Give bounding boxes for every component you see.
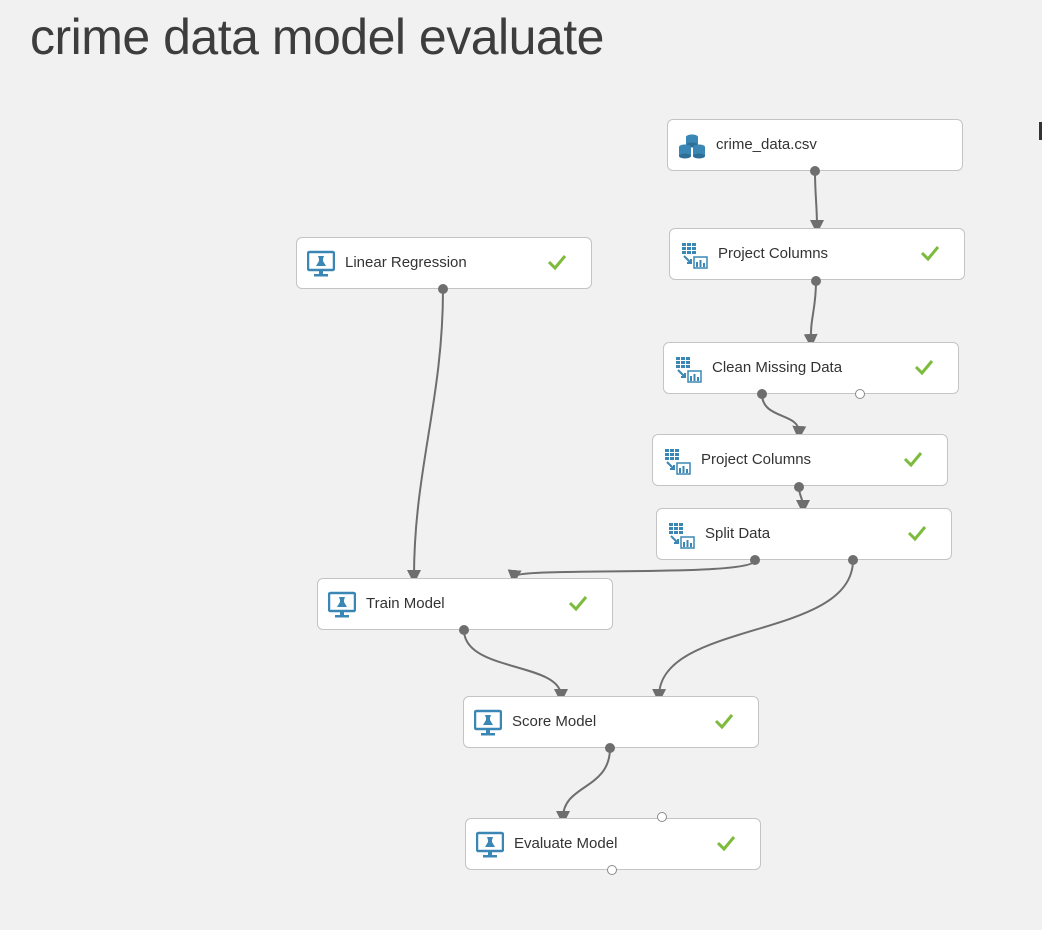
module-label: Project Columns (718, 245, 829, 262)
output-port-split-data-1[interactable] (750, 555, 760, 565)
output-port-project-columns-1[interactable] (811, 276, 821, 286)
status-complete-check-icon (568, 596, 588, 612)
output-port-clean-missing-data-1[interactable] (757, 389, 767, 399)
output-port-project-columns-2[interactable] (794, 482, 804, 492)
module-clean-missing-data[interactable]: Clean Missing Data (663, 342, 959, 394)
status-complete-check-icon (903, 452, 923, 468)
ml-module-icon (307, 250, 335, 277)
data-transform-icon (682, 243, 708, 269)
connector-split-data-to-score-model (652, 559, 854, 703)
connector-clean-missing-data-to-project-columns (761, 393, 807, 440)
connector-project-columns-to-clean-missing-data (803, 280, 818, 348)
ml-module-icon (476, 831, 504, 858)
dataset-icon (679, 134, 705, 159)
status-complete-check-icon (716, 836, 736, 852)
status-complete-check-icon (907, 526, 927, 542)
module-label: Evaluate Model (514, 835, 618, 852)
connector-train-model-to-score-model (463, 629, 568, 703)
module-label: Linear Regression (345, 254, 467, 271)
data-transform-icon (676, 357, 702, 383)
output-port-clean-missing-data-2[interactable] (855, 389, 865, 399)
module-label: Train Model (366, 595, 445, 612)
status-complete-check-icon (914, 360, 934, 376)
output-port-crime-data-csv[interactable] (810, 166, 820, 176)
output-port-train-model[interactable] (459, 625, 469, 635)
module-train-model[interactable]: Train Model (317, 578, 613, 630)
module-score-model[interactable]: Score Model (463, 696, 759, 748)
module-crime-data-csv[interactable]: crime_data.csv (667, 119, 963, 171)
scroll-edge-marker (1039, 122, 1042, 140)
connector-score-model-to-evaluate-model (556, 747, 611, 825)
data-transform-icon (669, 523, 695, 549)
module-label: Score Model (512, 713, 597, 730)
ml-module-icon (328, 591, 356, 618)
module-linear-regression[interactable]: Linear Regression (296, 237, 592, 289)
output-port-evaluate-model[interactable] (607, 865, 617, 875)
output-port-split-data-2[interactable] (848, 555, 858, 565)
experiment-title: crime data model evaluate (30, 9, 604, 65)
module-split-data[interactable]: Split Data (656, 508, 952, 560)
connector-linear-regression-to-train-model (407, 288, 444, 584)
module-label: Project Columns (701, 451, 812, 468)
module-label: Clean Missing Data (712, 359, 843, 376)
module-label: Split Data (705, 525, 771, 542)
output-port-linear-regression[interactable] (438, 284, 448, 294)
output-port-score-model[interactable] (605, 743, 615, 753)
data-transform-icon (665, 449, 691, 475)
status-complete-check-icon (714, 714, 734, 730)
status-complete-check-icon (547, 255, 567, 271)
ml-module-icon (474, 709, 502, 736)
module-project-columns-2[interactable]: Project Columns (652, 434, 948, 486)
connector-split-data-to-train-model (507, 559, 756, 584)
module-label: crime_data.csv (716, 136, 817, 153)
module-project-columns-1[interactable]: Project Columns (669, 228, 965, 280)
status-complete-check-icon (920, 246, 940, 262)
input-port-evaluate-model-2[interactable] (657, 812, 667, 822)
module-evaluate-model[interactable]: Evaluate Model (465, 818, 761, 870)
connector-dataset-to-project-columns (809, 170, 824, 234)
